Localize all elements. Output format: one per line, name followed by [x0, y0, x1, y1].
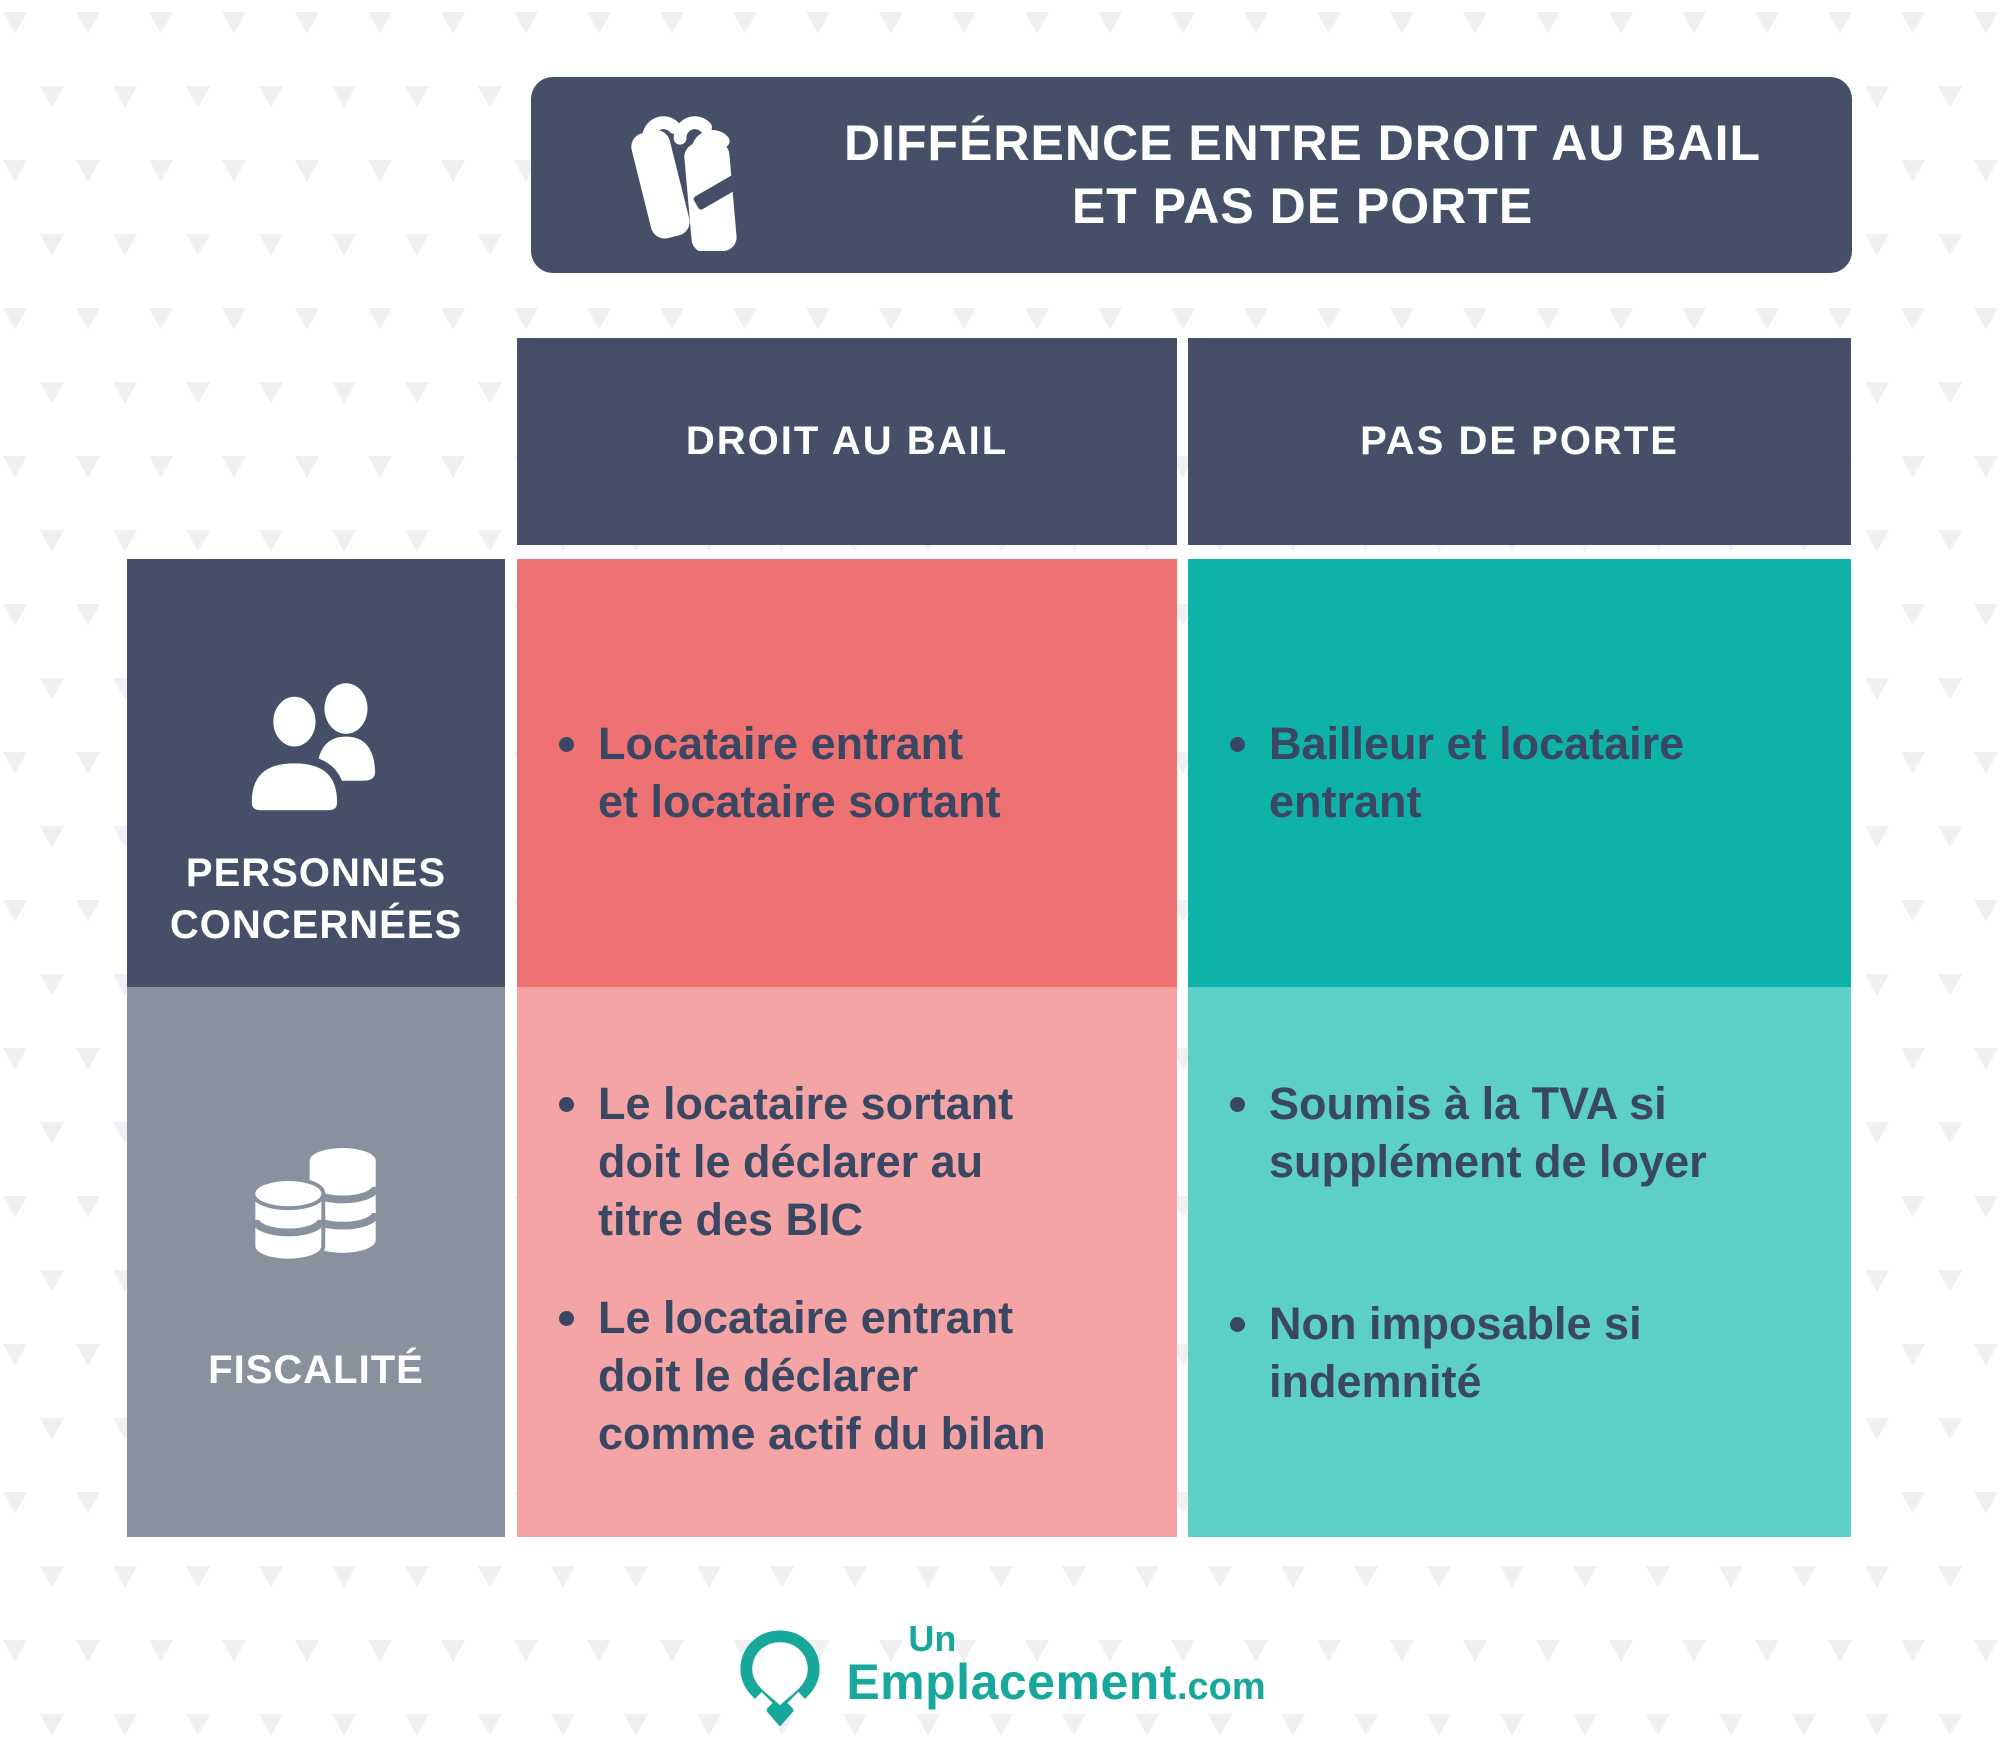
text-line: FISCALITÉ: [208, 1347, 424, 1392]
bullet-item: Non imposable si indemnité: [1230, 1295, 1821, 1411]
brand-un: Un: [908, 1618, 957, 1659]
bullet-dot: [1230, 737, 1245, 752]
row-header-label: PERSONNES CONCERNÉES: [170, 847, 462, 951]
text-line: Locataire entrant: [598, 718, 964, 769]
bullet-text: Le locataire sortant doit le déclarer au…: [598, 1075, 1013, 1249]
coins-icon: [234, 1129, 399, 1299]
bullet-item: Locataire entrant et locataire sortant: [559, 715, 1147, 831]
bullet-text: Soumis à la TVA si supplément de loyer: [1269, 1075, 1707, 1191]
text-line: PERSONNES: [185, 851, 447, 895]
footer-logo: Un Emplacement .com: [0, 1618, 2000, 1732]
page-title-line: ET PAS DE PORTE: [1071, 178, 1534, 234]
page-title-line: DIFFÉRENCE ENTRE DROIT AU BAIL: [843, 115, 1762, 171]
text-line: doit le déclarer: [598, 1350, 919, 1401]
page-title: DIFFÉRENCE ENTRE DROIT AU BAIL ET PAS DE…: [753, 112, 1852, 238]
books-icon: [615, 99, 753, 253]
text-line: comme actif du bilan: [598, 1408, 1046, 1459]
bullet-item: Le locataire entrant doit le déclarer co…: [559, 1289, 1147, 1463]
bullet-dot: [1230, 1317, 1245, 1332]
brand-emplacement: Emplacement: [846, 1654, 1177, 1710]
text-line: doit le déclarer au: [598, 1136, 984, 1187]
text-line: Soumis à la TVA si: [1269, 1078, 1667, 1129]
text-line: Bailleur et locataire: [1269, 718, 1685, 769]
people-icon: [232, 671, 400, 821]
row-header-fiscalite: FISCALITÉ: [127, 987, 505, 1537]
bullet-text: Locataire entrant et locataire sortant: [598, 715, 1001, 831]
cell-fiscalite-droit-au-bail: Le locataire sortant doit le déclarer au…: [517, 987, 1177, 1537]
text-line: et locataire sortant: [598, 776, 1001, 827]
column-header-label: PAS DE PORTE: [1360, 419, 1679, 463]
bullet-item: Le locataire sortant doit le déclarer au…: [559, 1075, 1147, 1249]
text-line: Le locataire sortant: [598, 1078, 1014, 1129]
column-header-pas-de-porte: PAS DE PORTE: [1188, 338, 1851, 545]
row-header-personnes-concernees: PERSONNES CONCERNÉES: [127, 559, 505, 987]
brand-tld: .com: [1176, 1666, 1266, 1708]
bullet-dot: [559, 1097, 574, 1112]
title-banner: DIFFÉRENCE ENTRE DROIT AU BAIL ET PAS DE…: [531, 77, 1852, 273]
column-header-label: DROIT AU BAIL: [685, 419, 1009, 463]
text-line: CONCERNÉES: [169, 903, 463, 947]
brand-wordmark: Un Emplacement .com: [846, 1618, 1266, 1710]
bullet-dot: [559, 737, 574, 752]
text-line: supplément de loyer: [1269, 1136, 1707, 1187]
text-line: entrant: [1269, 776, 1422, 827]
bullet-item: Bailleur et locataire entrant: [1230, 715, 1821, 831]
cell-personnes-pas-de-porte: Bailleur et locataire entrant: [1188, 559, 1851, 987]
text-line: Le locataire entrant: [598, 1292, 1014, 1343]
text-line: indemnité: [1269, 1356, 1482, 1407]
bullet-text: Bailleur et locataire entrant: [1269, 715, 1684, 831]
cell-personnes-droit-au-bail: Locataire entrant et locataire sortant: [517, 559, 1177, 987]
bullet-dot: [1230, 1097, 1245, 1112]
row-header-label: FISCALITÉ: [208, 1344, 424, 1396]
column-header-droit-au-bail: DROIT AU BAIL: [517, 338, 1177, 545]
bullet-text: Le locataire entrant doit le déclarer co…: [598, 1289, 1046, 1463]
bullet-text: Non imposable si indemnité: [1269, 1295, 1642, 1411]
bullet-item: Soumis à la TVA si supplément de loyer: [1230, 1075, 1821, 1191]
cell-fiscalite-pas-de-porte: Soumis à la TVA si supplément de loyer N…: [1188, 987, 1851, 1537]
text-line: titre des BIC: [598, 1194, 864, 1245]
bullet-dot: [559, 1311, 574, 1326]
map-pin-icon: [734, 1630, 826, 1732]
text-line: Non imposable si: [1269, 1298, 1642, 1349]
